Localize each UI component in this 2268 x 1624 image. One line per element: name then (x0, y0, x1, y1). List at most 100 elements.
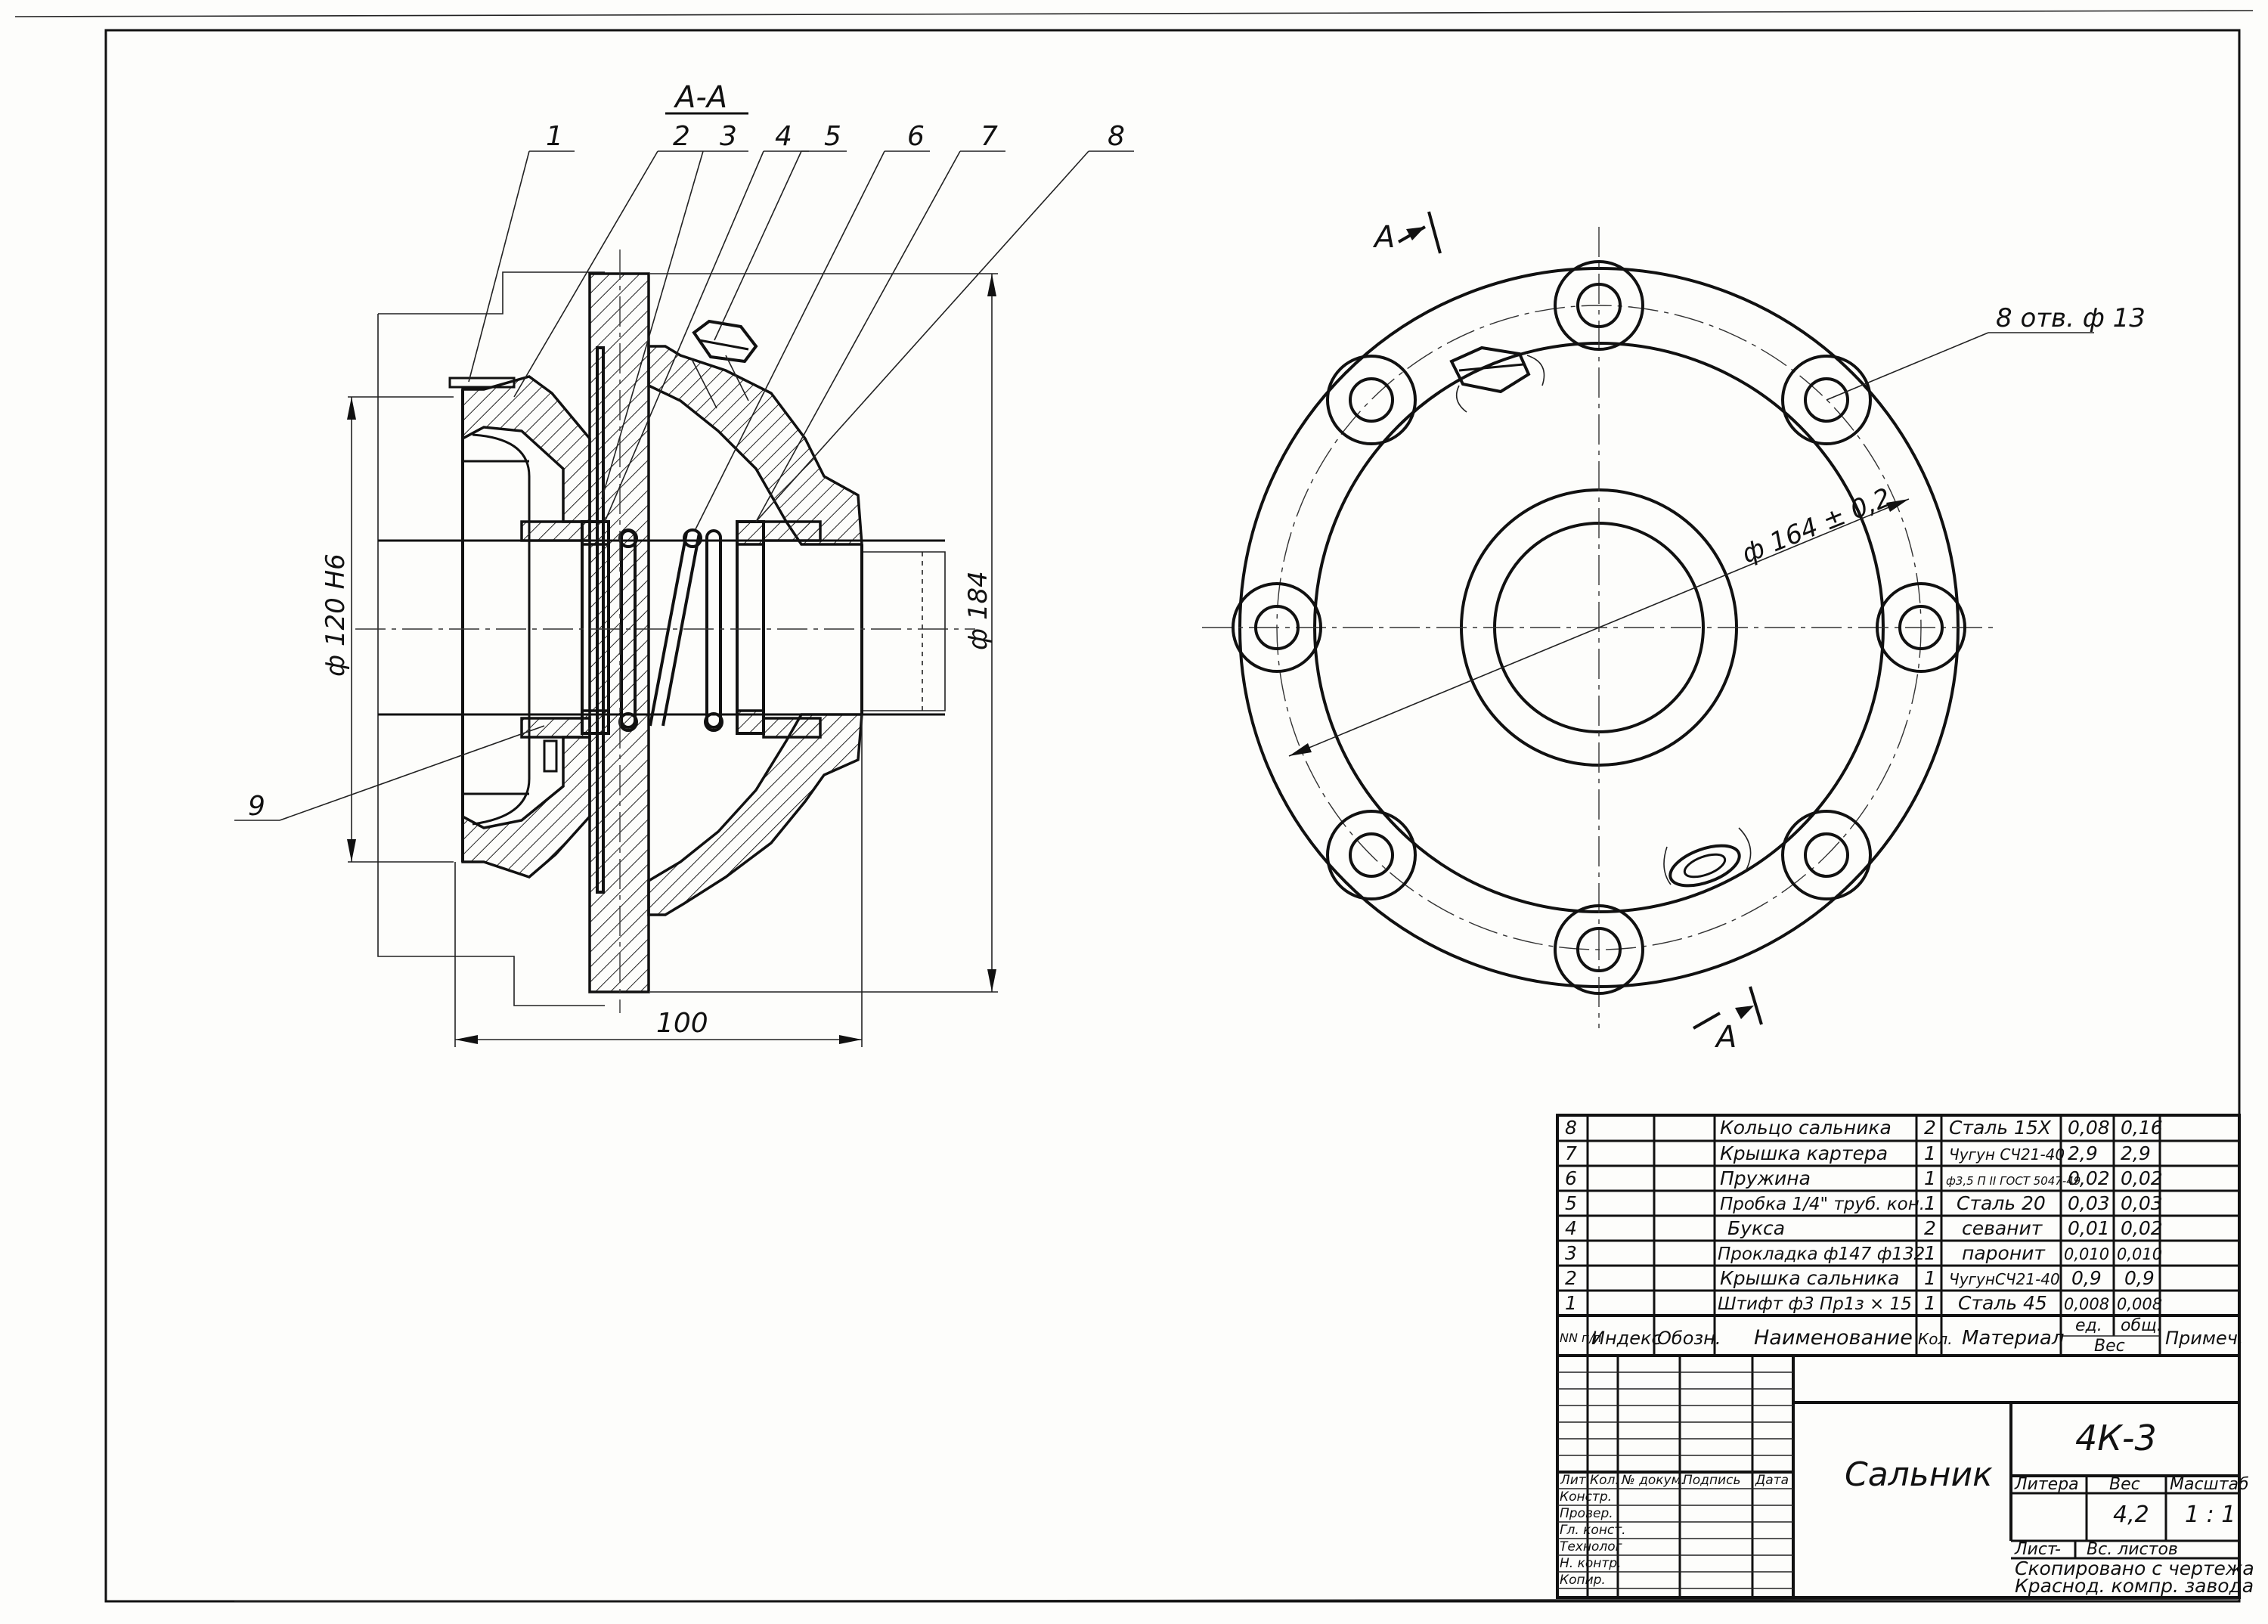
gland-cover-upper (461, 375, 591, 523)
bolt-circle-dimension: ф 164 ± 0,2 (1737, 482, 1895, 569)
title-block: Лит. Кол. № докум. Подпись Дата Констр. … (1556, 1354, 2254, 1599)
bom-qty: 1 (1924, 1192, 1936, 1214)
tb-scale-label: Масштаб (2170, 1475, 2249, 1494)
bom-mass-unit: 2,9 (2068, 1142, 2098, 1164)
callout-9: 9 (248, 791, 265, 822)
front-view: А А ф 164 ± 0,2 8 отв. ф 13 (1202, 211, 2146, 1055)
bom-pos: 2 (1565, 1267, 1577, 1289)
bom-mass-total: 0,16 (2121, 1117, 2163, 1139)
tb-sheets-label: Вс. листов (2087, 1540, 2178, 1559)
tb-col-lit: Лит. (1560, 1473, 1590, 1488)
bom-pos: 3 (1565, 1242, 1577, 1264)
callout-2: 2 (673, 121, 690, 152)
bom-qty: 1 (1924, 1242, 1936, 1264)
tb-sheet-value: - (2055, 1540, 2061, 1559)
bom-mass-unit: 0,010 (2064, 1245, 2109, 1263)
bom-mass-unit: 0,9 (2071, 1267, 2102, 1289)
bom-table: 8 Кольцо сальника 2 Сталь 15Х 0,08 0,16 … (1556, 1114, 2244, 1357)
bom-pos: 8 (1565, 1117, 1577, 1139)
bom-pos: 4 (1565, 1217, 1577, 1239)
tb-litera-label: Литера (2014, 1475, 2079, 1494)
bom-qty: 1 (1924, 1292, 1936, 1314)
gland-cover-lower (461, 736, 591, 879)
bom-mass-total: 0,03 (2121, 1192, 2163, 1214)
bom-header-mass: Вес (2094, 1337, 2125, 1356)
bom-mass-unit: 0,01 (2068, 1217, 2110, 1239)
bom-mass-total: 0,008 (2117, 1295, 2162, 1313)
bom-material: ф3,5 П II ГОСТ 5047-49 (1946, 1174, 2081, 1188)
tb-scale-value: 1 : 1 (2185, 1502, 2235, 1528)
bolt-hole (1326, 810, 1417, 900)
frame-edge-top (14, 10, 2254, 17)
pin (448, 377, 516, 389)
frame-edge-bottom (234, 1598, 2239, 1602)
width-dimension: 100 (656, 1008, 708, 1039)
bom-pos: 6 (1565, 1167, 1577, 1189)
tb-role: Технолог (1560, 1539, 1622, 1554)
sheet-frame (104, 29, 2241, 1603)
bom-header-material: Материал (1962, 1327, 2064, 1350)
callout-5: 5 (824, 121, 841, 152)
bom-mass-unit: 0,03 (2068, 1192, 2110, 1214)
bom-header-index: Индекс (1591, 1328, 1662, 1349)
housing-lower (647, 713, 863, 916)
bom-name: Прокладка ф147 ф132 (1718, 1244, 1925, 1264)
drawing-title: Сальник (1845, 1455, 1993, 1494)
bom-material: ЧугунСЧ21-40 (1949, 1270, 2060, 1288)
bom-name: Крышка сальника (1720, 1267, 1899, 1289)
bom-name: Букса (1727, 1217, 1785, 1239)
bom-mass-total: 0,9 (2124, 1267, 2155, 1289)
bolt-hole (1326, 355, 1417, 445)
bom-mass-total: 0,02 (2121, 1217, 2163, 1239)
bolt-hole (1876, 582, 1966, 673)
section-marker-top: А (1372, 220, 1395, 255)
drawing-code: 4К-3 (2075, 1418, 2157, 1458)
bom-mass-total: 0,010 (2117, 1245, 2162, 1263)
bom-material: Сталь 15Х (1949, 1117, 2052, 1139)
bom-name: Пружина (1720, 1167, 1811, 1189)
holes-note: 8 отв. ф 13 (1996, 303, 2146, 333)
bom-mass-unit: 0,02 (2068, 1167, 2110, 1189)
tb-col-sign: Подпись (1683, 1473, 1740, 1488)
flange-plate (588, 272, 650, 993)
bom-header-pos: NN п/п (1560, 1331, 1601, 1345)
tb-col-doc: № докум. (1621, 1473, 1685, 1488)
bom-pos: 7 (1565, 1142, 1577, 1164)
bom-pos: 1 (1565, 1292, 1577, 1314)
bolt-hole (1781, 355, 1872, 445)
bolt-hole (1554, 904, 1644, 995)
tb-role: Провер. (1560, 1506, 1613, 1521)
callout-1: 1 (546, 121, 563, 152)
spring (618, 528, 723, 732)
bom-pos: 5 (1565, 1192, 1577, 1214)
bom-header-designation: Обозн. (1657, 1328, 1721, 1349)
callout-3: 3 (720, 121, 737, 152)
drain-boss (1663, 827, 1752, 888)
callout-leaders (234, 150, 1134, 821)
bolt-hole (1781, 810, 1872, 900)
bushing-right (762, 520, 822, 542)
bom-header-qty: Кол. (1918, 1330, 1953, 1348)
bom-material: Сталь 45 (1958, 1292, 2047, 1314)
bom-material: Сталь 20 (1957, 1192, 2046, 1214)
bom-name: Крышка картера (1720, 1142, 1888, 1164)
bom-mass-total: 0,02 (2121, 1167, 2163, 1189)
bom-qty: 1 (1924, 1167, 1936, 1189)
bom-name: Штифт ф3 Пр1з × 15 (1718, 1294, 1912, 1314)
bom-name: Пробка 1/4" труб. кон. (1720, 1195, 1925, 1214)
bom-mass-unit: 0,08 (2068, 1117, 2110, 1139)
bom-header-mass-unit: ед. (2075, 1316, 2102, 1335)
tb-col-date: Дата (1755, 1473, 1789, 1488)
bom-qty: 1 (1924, 1142, 1936, 1164)
bore-dimension: ф 120 Н6 (321, 553, 351, 677)
tb-role: Копир. (1560, 1573, 1606, 1588)
callout-8: 8 (1108, 121, 1125, 152)
bolt-hole (1554, 260, 1644, 351)
shaft-ghost-outline (378, 271, 605, 315)
callout-4: 4 (775, 121, 792, 152)
bom-mass-unit: 0,008 (2064, 1295, 2109, 1313)
bom-name: Кольцо сальника (1720, 1117, 1892, 1139)
section-marker-bottom: А (1714, 1020, 1737, 1055)
